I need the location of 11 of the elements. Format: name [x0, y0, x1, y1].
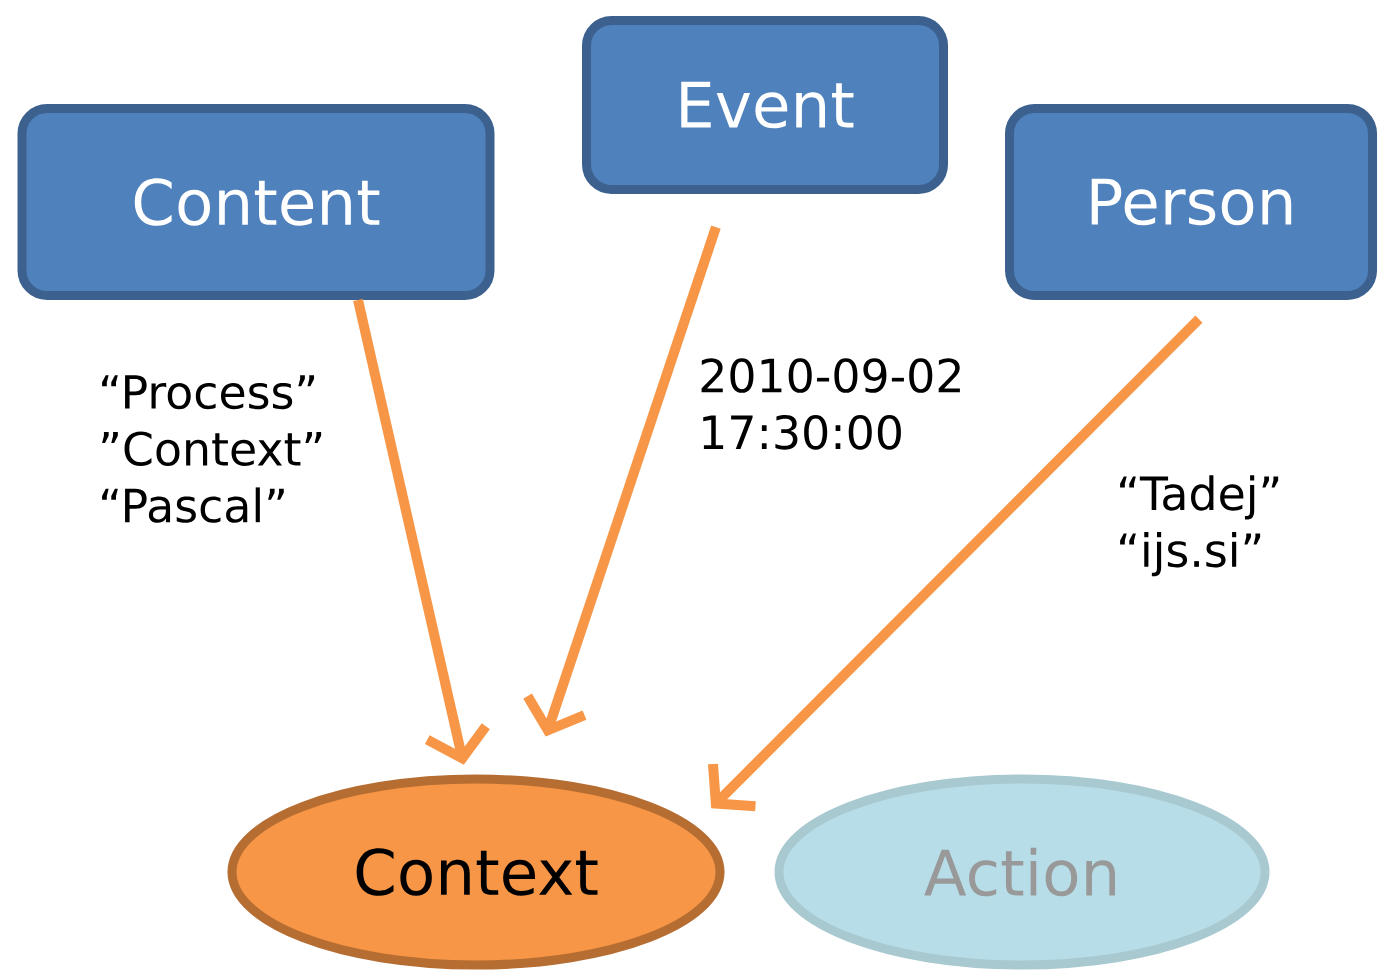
arrow — [523, 225, 721, 737]
arrow — [708, 315, 1203, 812]
process-box: Content — [17, 104, 495, 300]
ellipse-node: Context — [227, 774, 725, 970]
edge-label: “Process” ”Context” “Pascal” — [102, 375, 322, 523]
edge-label: “Tadej” “ijs.si” — [1120, 475, 1279, 577]
arrow — [353, 298, 490, 765]
edge-label: 2010-09-02 17:30:00 — [701, 358, 960, 450]
process-box: Person — [1005, 104, 1377, 300]
process-box: Event — [582, 16, 948, 194]
ellipse-node: Action — [774, 774, 1270, 970]
